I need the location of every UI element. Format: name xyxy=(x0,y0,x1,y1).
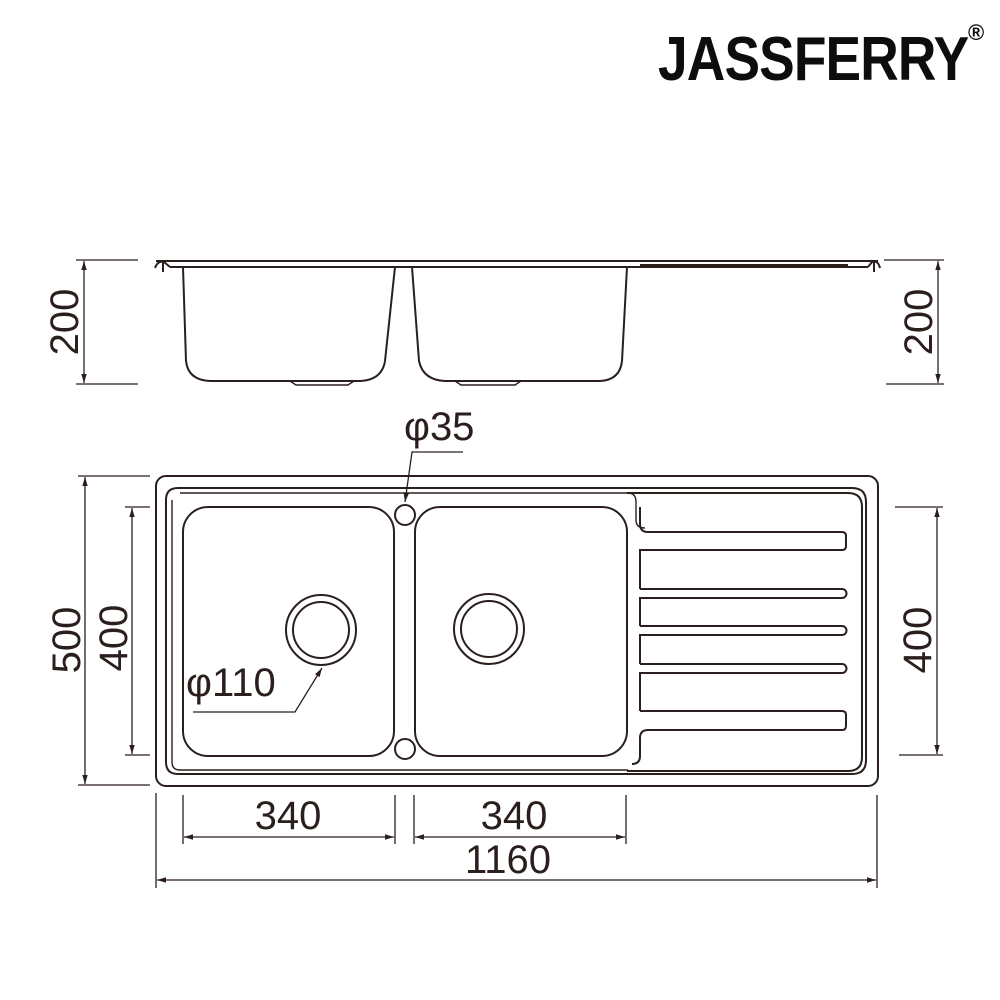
side-drain-2 xyxy=(454,380,522,386)
left-clip xyxy=(154,260,171,269)
registered-mark: ® xyxy=(968,20,985,45)
brand-logo: JASSFERRY xyxy=(658,25,969,94)
sink-inner-rim xyxy=(165,487,867,775)
height-label-right: 200 xyxy=(897,289,941,356)
drain-1-outer xyxy=(285,594,357,666)
bowl-2-width-label: 340 xyxy=(481,794,548,838)
drain-1-inner xyxy=(292,601,350,659)
overflow-hole-label: φ35 xyxy=(404,405,474,449)
drainer-board xyxy=(627,492,863,772)
side-bowl-1 xyxy=(182,266,396,382)
drain-2-inner xyxy=(460,600,518,658)
top-view: φ35 φ110 500 400 400 340 340 1160 xyxy=(45,405,943,888)
drain-2-outer xyxy=(453,593,525,665)
drainer-rib-3 xyxy=(639,625,848,664)
side-drain-1 xyxy=(289,380,355,386)
overall-width-label: 1160 xyxy=(465,838,551,882)
bowl-1 xyxy=(182,506,395,757)
drainer-rib-1 xyxy=(639,507,847,589)
sink-outer-edge xyxy=(155,475,879,787)
overflow-hole-bottom xyxy=(394,738,416,760)
bowl-1-width-label: 340 xyxy=(255,794,322,838)
overall-depth-label: 500 xyxy=(45,607,89,674)
overflow-leader xyxy=(403,451,463,503)
drainer-rib-2 xyxy=(639,588,848,626)
bowl-depth-label-left: 400 xyxy=(92,605,136,672)
drainer-rib-5 xyxy=(631,710,847,765)
bowl-depth-label-right: 400 xyxy=(896,607,940,674)
drain-hole-label: φ110 xyxy=(186,661,276,705)
height-label-left: 200 xyxy=(43,289,87,356)
side-view: 200 200 xyxy=(43,259,944,386)
drain-leader xyxy=(193,667,323,713)
overflow-hole-top xyxy=(394,504,416,526)
drainer-rib-4 xyxy=(639,663,848,711)
right-clip xyxy=(867,260,881,269)
side-bowl-2 xyxy=(411,266,628,382)
bowl-2 xyxy=(414,506,628,757)
